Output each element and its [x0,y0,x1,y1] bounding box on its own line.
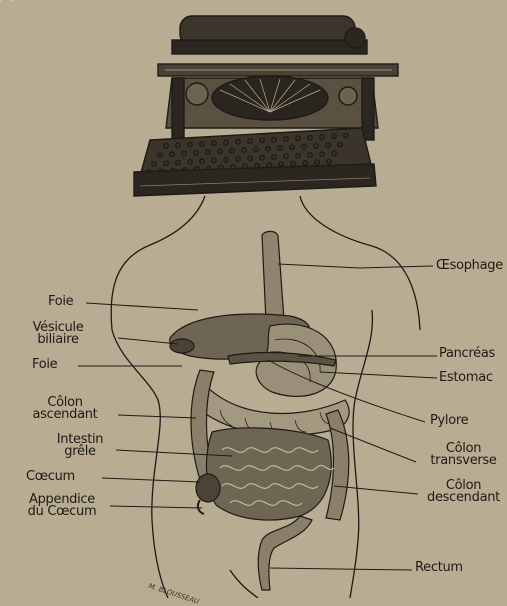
label-caecum: Cœcum [26,471,75,483]
label-vesicule-line2: biliaire [22,334,94,346]
label-colon-transverse: Côlon transverse [420,443,507,467]
caecum-shape [196,474,220,502]
label-colon-asc-line2: ascendant [22,409,108,421]
organs [170,231,349,590]
label-appendice: Appendice du Cœcum [16,494,108,518]
label-estomac: Estomac [439,372,493,384]
label-colon-desc-line2: descendant [420,492,507,504]
label-foie-upper: Foie [48,296,73,308]
gallbladder-shape [170,339,194,353]
label-foie-lower: Foie [32,359,57,371]
label-oesophage: Œsophage [436,260,503,272]
label-appendice-line2: du Cœcum [16,506,108,518]
label-colon-trans-line2: transverse [420,455,507,467]
label-pylore: Pylore [430,415,468,427]
label-colon-ascendant: Côlon ascendant [22,397,108,421]
label-intestin-line2: grêle [44,446,116,458]
label-vesicule-biliaire: Vésicule biliaire [22,322,94,346]
label-intestin-grele: Intestin grêle [44,434,116,458]
small-intestine-shape [206,428,331,520]
appendix-shape [198,500,204,514]
label-colon-descendant: Côlon descendant [420,480,507,504]
rectum-shape [258,516,312,590]
typewriter-illustration [0,0,398,196]
label-rectum: Rectum [415,562,463,574]
oesophagus-shape [262,231,284,322]
label-pancreas: Pancréas [439,348,495,360]
